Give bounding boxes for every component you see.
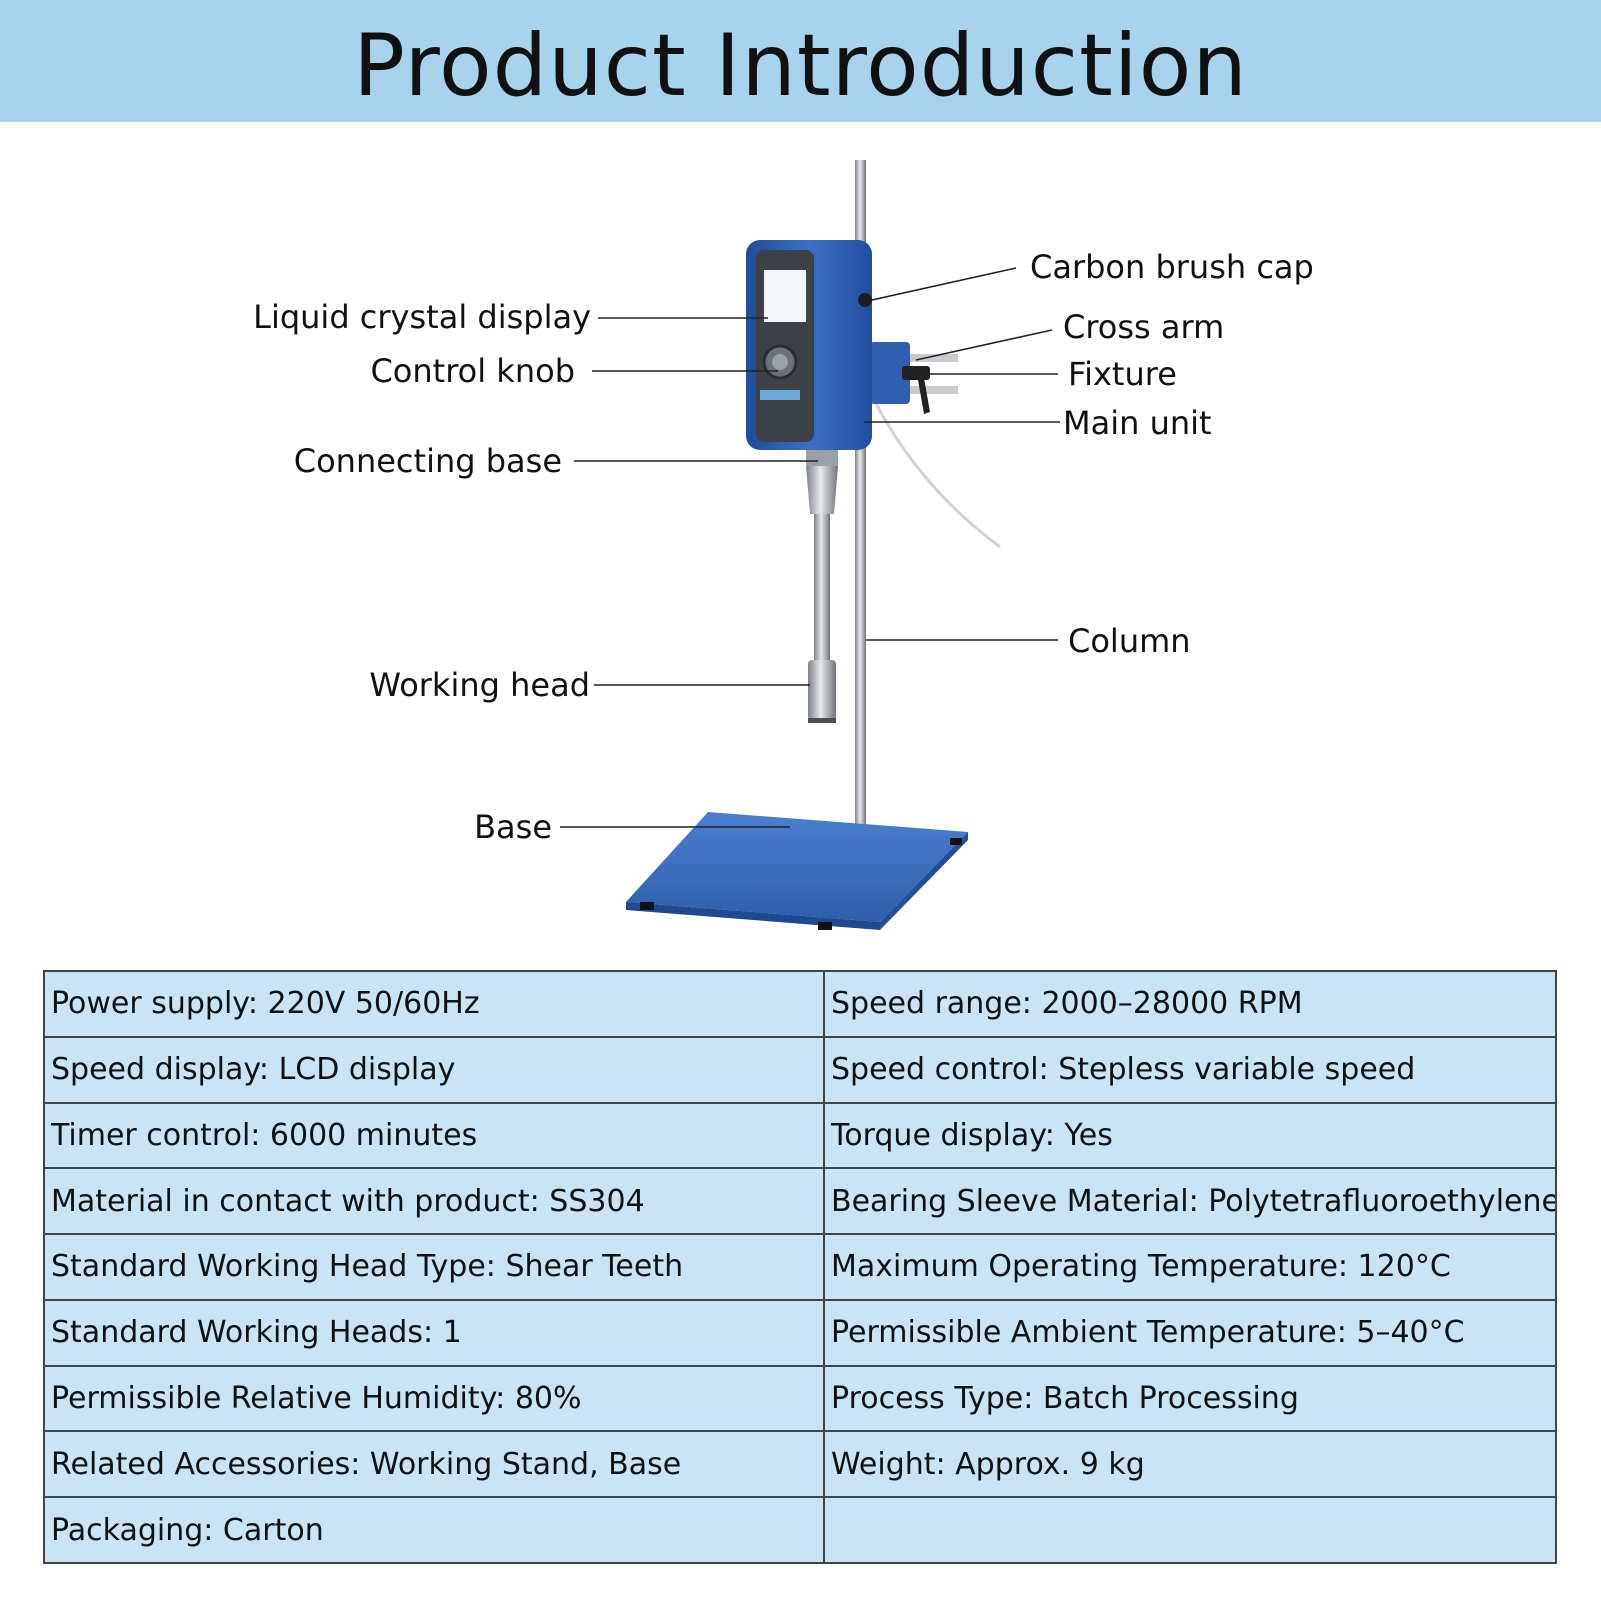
label-column: Column xyxy=(1068,622,1191,660)
leader-lines xyxy=(560,267,1060,828)
spec-cell-left: Standard Working Head Type: Shear Teeth xyxy=(43,1233,825,1301)
product-diagram: Liquid crystal display Control knob Conn… xyxy=(0,122,1601,952)
homogenizer-illustration xyxy=(560,160,1060,930)
power-cord xyxy=(868,391,1001,549)
label-control-knob: Control knob xyxy=(370,352,575,390)
spec-cell-right: Weight: Approx. 9 kg xyxy=(823,1430,1557,1499)
label-connecting-base: Connecting base xyxy=(293,442,562,480)
working-head-tip xyxy=(808,660,836,720)
spec-cell-right: Speed control: Stepless variable speed xyxy=(823,1035,1557,1104)
label-cross-arm: Cross arm xyxy=(1063,308,1225,346)
spec-cell-right: Maximum Operating Temperature: 120°C xyxy=(823,1233,1557,1301)
spec-cell-left: Timer control: 6000 minutes xyxy=(43,1101,825,1170)
label-working-head: Working head xyxy=(369,666,590,704)
spec-cell-left: Speed display: LCD display xyxy=(43,1035,825,1104)
connecting-base xyxy=(806,450,838,466)
fixture-clamp xyxy=(870,342,910,404)
spec-cell-left: Packaging: Carton xyxy=(43,1496,825,1564)
spec-cell-left: Power supply: 220V 50/60Hz xyxy=(43,970,825,1038)
label-fixture: Fixture xyxy=(1068,355,1177,393)
label-liquid-crystal-display: Liquid crystal display xyxy=(253,298,591,336)
carbon-brush-cap xyxy=(858,293,872,307)
spec-cell-right: Torque display: Yes xyxy=(823,1101,1557,1170)
base-plate xyxy=(626,812,968,922)
spec-cell-right: Bearing Sleeve Material: Polytetrafluoro… xyxy=(823,1167,1557,1236)
cross-arm-bar xyxy=(868,354,958,362)
label-main-unit: Main unit xyxy=(1063,404,1212,442)
spec-row: Related Accessories: Working Stand, Base… xyxy=(43,1430,1557,1499)
title-banner: Product Introduction xyxy=(0,0,1601,122)
lcd-screen xyxy=(764,270,806,322)
spec-cell-left: Material in contact with product: SS304 xyxy=(43,1167,825,1236)
page-title: Product Introduction xyxy=(353,16,1248,116)
spec-cell-left: Related Accessories: Working Stand, Base xyxy=(43,1430,825,1499)
spec-cell-right: Process Type: Batch Processing xyxy=(823,1364,1557,1433)
spec-cell-left: Standard Working Heads: 1 xyxy=(43,1298,825,1367)
spec-cell-left: Permissible Relative Humidity: 80% xyxy=(43,1364,825,1433)
column-rod xyxy=(855,160,866,840)
spec-row: Packaging: Carton xyxy=(43,1496,1557,1564)
working-shaft xyxy=(814,514,830,664)
label-carbon-brush-cap: Carbon brush cap xyxy=(1030,248,1314,286)
spec-row: Permissible Relative Humidity: 80%Proces… xyxy=(43,1364,1557,1433)
spec-cell-right: Permissible Ambient Temperature: 5–40°C xyxy=(823,1298,1557,1367)
shaft-coupling xyxy=(806,466,838,514)
label-base: Base xyxy=(474,808,552,846)
spec-cell-right xyxy=(823,1496,1557,1564)
spec-cell-right: Speed range: 2000–28000 RPM xyxy=(823,970,1557,1038)
